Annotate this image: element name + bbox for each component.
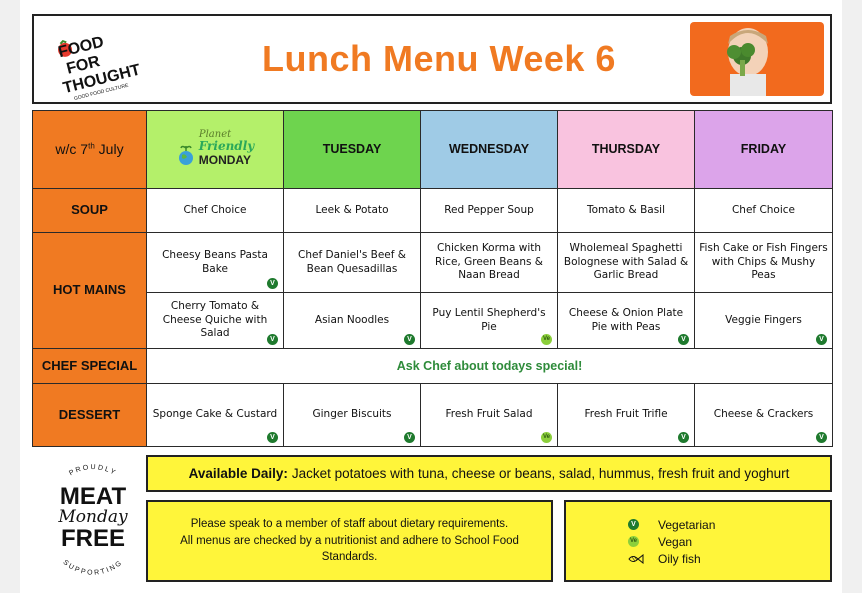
dietary-line-1: Please speak to a member of staff about … [190,517,509,530]
soup-tuesday: Leek & Potato [283,188,421,233]
soup-wednesday: Red Pepper Soup [420,188,558,233]
page-margin-left [0,0,20,593]
dietary-note-box: Please speak to a member of staff about … [146,500,553,582]
meat-free-monday-logo: PROUDLY MEAT Monday FREE SUPPORTING [57,464,128,577]
vegetarian-icon: V [628,519,639,530]
dessert-row-label: DESSERT [32,383,147,447]
menu-table: w/c 7th July Planet Friendly MONDAY [32,110,833,447]
dietary-line-2: All menus are checked by a nutritionist … [180,534,519,564]
hot-mains-row-label: HOT MAINS [32,232,147,349]
header: FOOD FOR THOUGHT GOOD FOOD CULTURE Lunch… [32,14,832,104]
available-daily-label: Available Daily: [188,466,288,481]
day-header-row: w/c 7th July Planet Friendly MONDAY [32,110,833,189]
chef-special-row-label: CHEF SPECIAL [32,348,147,384]
monday-script-label: Monday [57,507,128,527]
week-commencing: w/c 7th July [32,110,147,189]
svg-text:SUPPORTING: SUPPORTING [62,559,125,577]
page-margin-right [842,0,862,593]
vegetarian-icon: V [267,278,278,289]
day-wednesday: WEDNESDAY [420,110,558,189]
food-for-thought-logo: FOOD FOR THOUGHT GOOD FOOD CULTURE [57,34,143,100]
page-title: Lunch Menu Week 6 [262,38,616,79]
soup-friday: Chef Choice [694,188,833,233]
svg-text:PROUDLY: PROUDLY [68,464,118,477]
free-label: FREE [61,525,125,552]
tomato-icon [58,42,73,57]
planet-label: Planet [198,129,232,141]
vegetarian-icon: V [816,334,827,345]
soup-row-label: SOUP [32,188,147,233]
vegetarian-icon: V [267,432,278,443]
child-with-broccoli-photo [690,22,824,96]
main2-monday: Cherry Tomato & Cheese Quiche with Salad… [146,292,284,349]
monday-label: MONDAY [198,153,251,168]
chef-special-text: Ask Chef about todays special! [146,348,833,384]
legend-vegetarian-label: Vegetarian [658,517,716,532]
available-daily-box: Available Daily: Jacket potatoes with tu… [146,455,832,492]
day-thursday: THURSDAY [557,110,695,189]
available-daily-text: Jacket potatoes with tuna, cheese or bea… [291,466,790,481]
fish-icon [628,553,644,564]
legend-vegan-label: Vegan [658,534,693,549]
vegetarian-icon: V [816,432,827,443]
vegan-icon: Ve [541,334,552,345]
soup-row: SOUP Chef Choice Leek & Potato Red Peppe… [32,188,833,233]
hot-mains-row-2: Cherry Tomato & Cheese Quiche with Salad… [33,292,833,349]
vegan-icon: Ve [628,536,639,547]
vegan-icon: Ve [541,432,552,443]
globe-plant-icon [178,145,193,165]
day-friday: FRIDAY [694,110,833,189]
vegetarian-icon: V [678,432,689,443]
legend-vegan: Ve Vegan [628,533,830,550]
meat-label: MEAT [60,483,127,510]
main1-wednesday: Chicken Korma with Rice, Green Beans & N… [420,232,558,293]
chef-special-row: CHEF SPECIAL Ask Chef about todays speci… [32,348,833,384]
proudly-label: PROUDLY [68,464,116,477]
day-tuesday: TUESDAY [283,110,421,189]
legend-oily-fish-label: Oily fish [658,551,701,566]
legend-vegetarian: V Vegetarian [628,516,830,533]
day-monday: Planet Friendly MONDAY [146,110,284,189]
menu-page: FOOD FOR THOUGHT GOOD FOOD CULTURE Lunch… [20,6,842,589]
main1-friday: Fish Cake or Fish Fingers with Chips & M… [694,232,833,293]
vegetarian-icon: V [404,432,415,443]
supporting-label: SUPPORTING [62,559,123,577]
vegetarian-icon: V [404,334,415,345]
main1-tuesday: Chef Daniel's Beef & Bean Quesadillas [283,232,421,293]
main1-thursday: Wholemeal Spaghetti Bolognese with Salad… [557,232,695,293]
vegetarian-icon: V [267,334,278,345]
legend-box: V Vegetarian Ve Vegan Oily fish [564,500,832,582]
legend-oily-fish: Oily fish [628,550,830,567]
friendly-label: Friendly [198,139,255,154]
soup-monday: Chef Choice [146,188,284,233]
soup-thursday: Tomato & Basil [557,188,695,233]
vegetarian-icon: V [678,334,689,345]
